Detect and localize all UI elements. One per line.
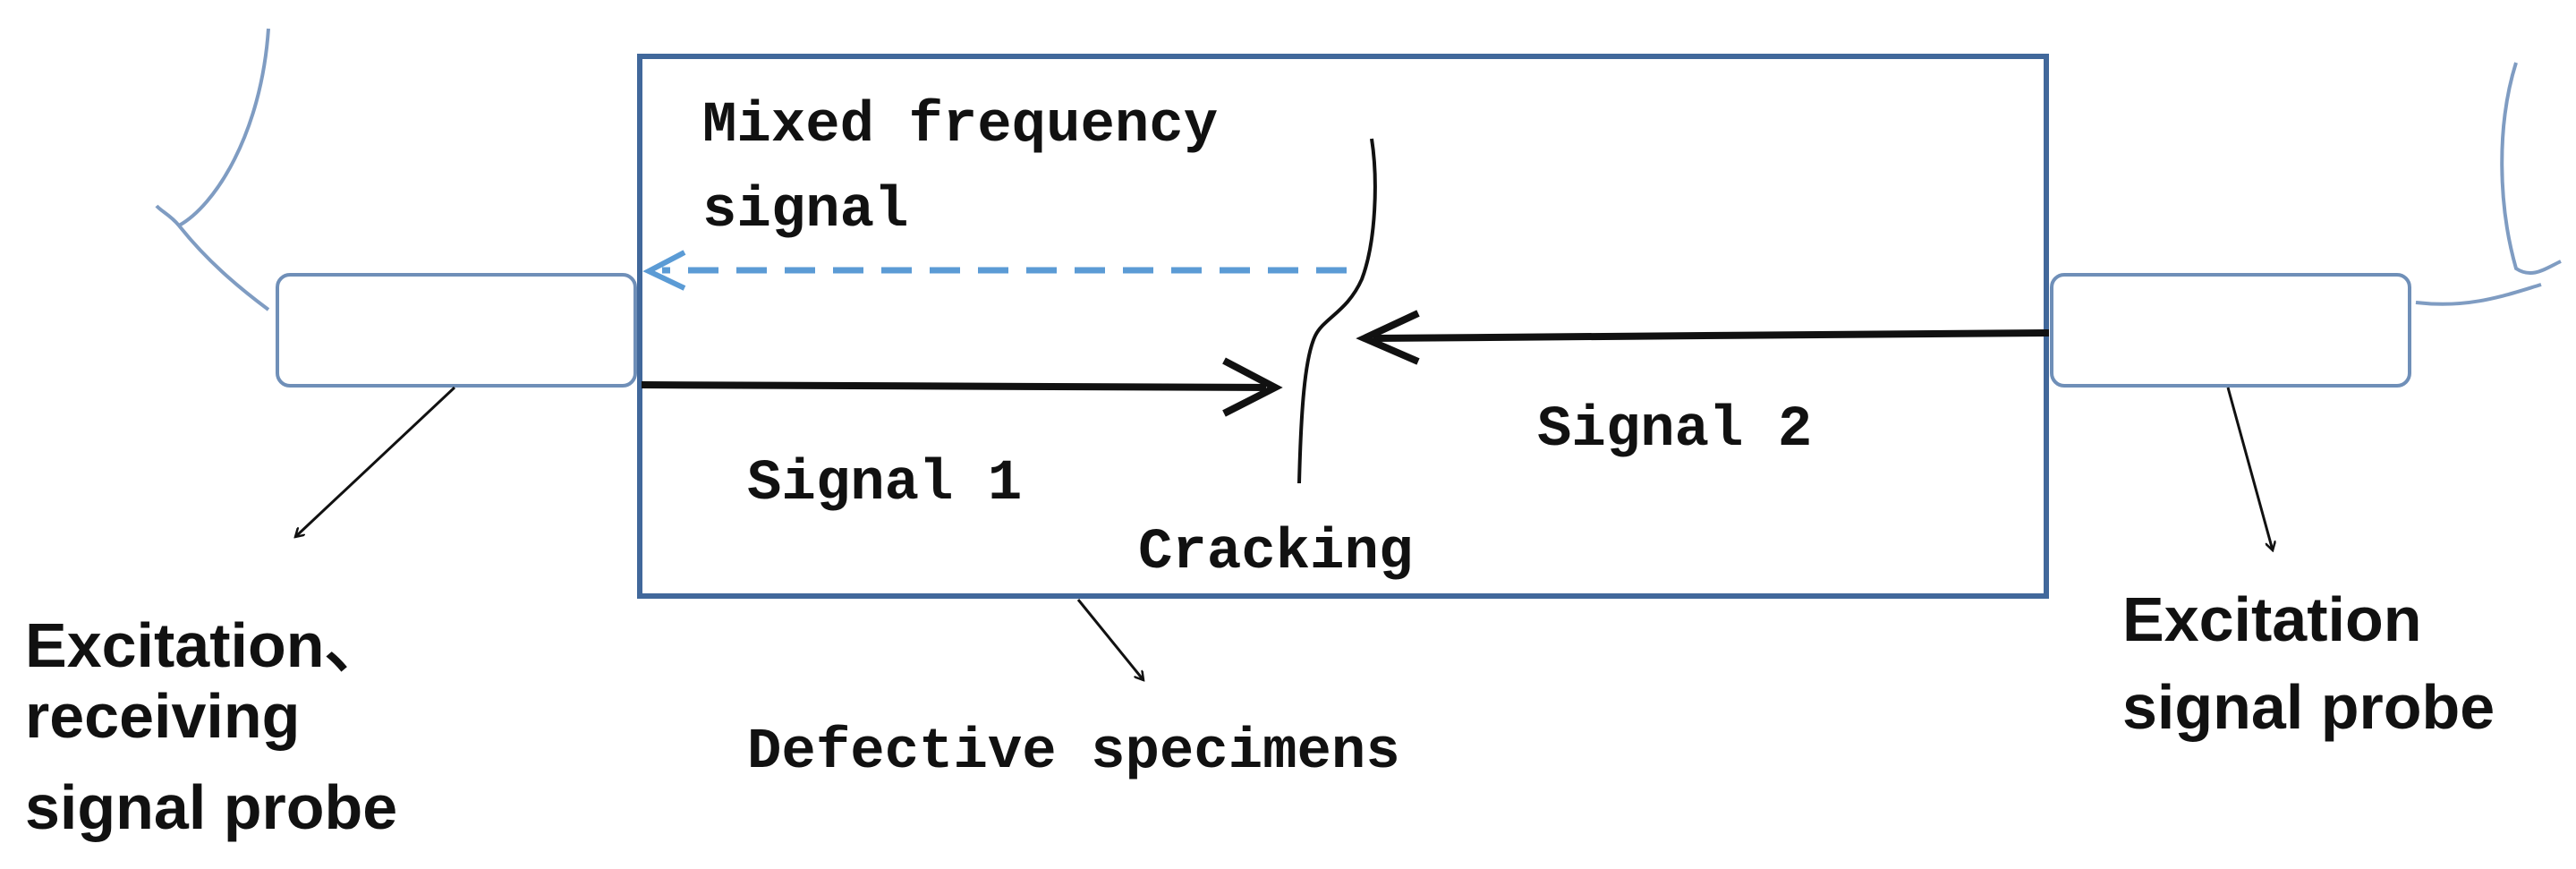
- left-probe-label-line1: Excitation、: [25, 610, 387, 680]
- signal-2-line: [1373, 329, 2050, 342]
- signal-1-arrowhead: [1222, 357, 1283, 417]
- right-probe-pointer: [2226, 387, 2273, 550]
- defective-specimen-box: [637, 54, 2049, 599]
- left-probe: [276, 273, 637, 388]
- mixed-signal-label-line2: signal: [702, 179, 909, 243]
- specimen-label: Defective specimens: [747, 720, 1400, 785]
- signal-2-arrowhead: [1356, 310, 1420, 365]
- left-probe-label-line2: receiving: [25, 681, 301, 751]
- signal-1-line: [641, 381, 1267, 391]
- crack-line: [1297, 138, 1377, 484]
- left-probe-cable: [155, 28, 270, 311]
- mixed-signal-label-line1: Mixed frequency: [702, 94, 1219, 158]
- left-probe-pointer: [295, 386, 456, 537]
- specimen-pointer: [1076, 599, 1143, 680]
- signal-1-label: Signal 1: [747, 452, 1023, 516]
- cracking-label: Cracking: [1138, 521, 1414, 585]
- right-probe: [2050, 273, 2411, 388]
- left-probe-label-line3: signal probe: [25, 772, 398, 842]
- right-probe-label-line1: Excitation: [2122, 584, 2422, 654]
- right-probe-label-line2: signal probe: [2122, 672, 2495, 742]
- mixed-signal-arrowhead: [642, 250, 686, 291]
- right-probe-cable: [2415, 62, 2562, 306]
- signal-2-label: Signal 2: [1537, 398, 1813, 463]
